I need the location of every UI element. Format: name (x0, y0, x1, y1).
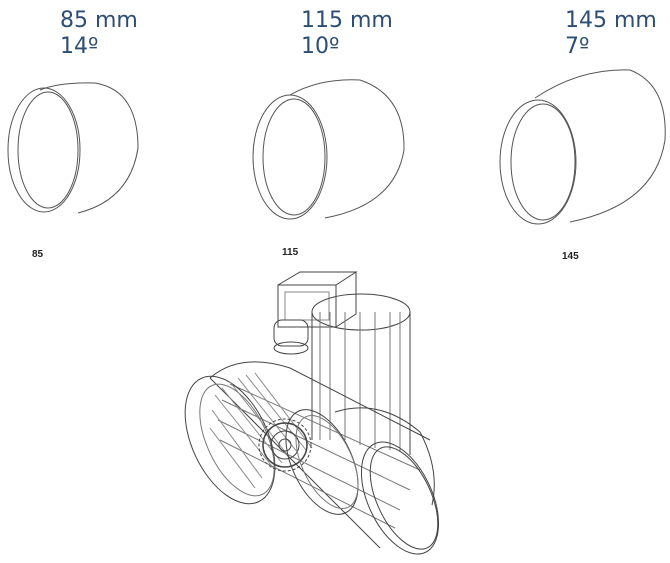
lens-115-caption: 115 (282, 247, 299, 258)
lens-115-heading: 115 mm 10º (301, 8, 393, 60)
lens-115-cylinder (252, 79, 405, 220)
lens-85-focal: 85 mm (60, 8, 138, 33)
lens-85-cylinder (7, 82, 139, 214)
spotlight-wireframe (184, 271, 440, 555)
lens-115-focal: 115 mm (301, 8, 393, 33)
lens-145-beam: 7º (565, 34, 590, 59)
lens-85-caption: 85 (32, 249, 44, 260)
lens-85-heading: 85 mm 14º (60, 8, 138, 60)
lens-145-caption: 145 (562, 251, 579, 262)
lens-145-focal: 145 mm (565, 8, 657, 33)
lens-115-beam: 10º (301, 34, 340, 59)
lens-145-cylinder (499, 69, 666, 225)
lens-145-heading: 145 mm 7º (565, 8, 657, 60)
lens-85-beam: 14º (60, 34, 99, 59)
